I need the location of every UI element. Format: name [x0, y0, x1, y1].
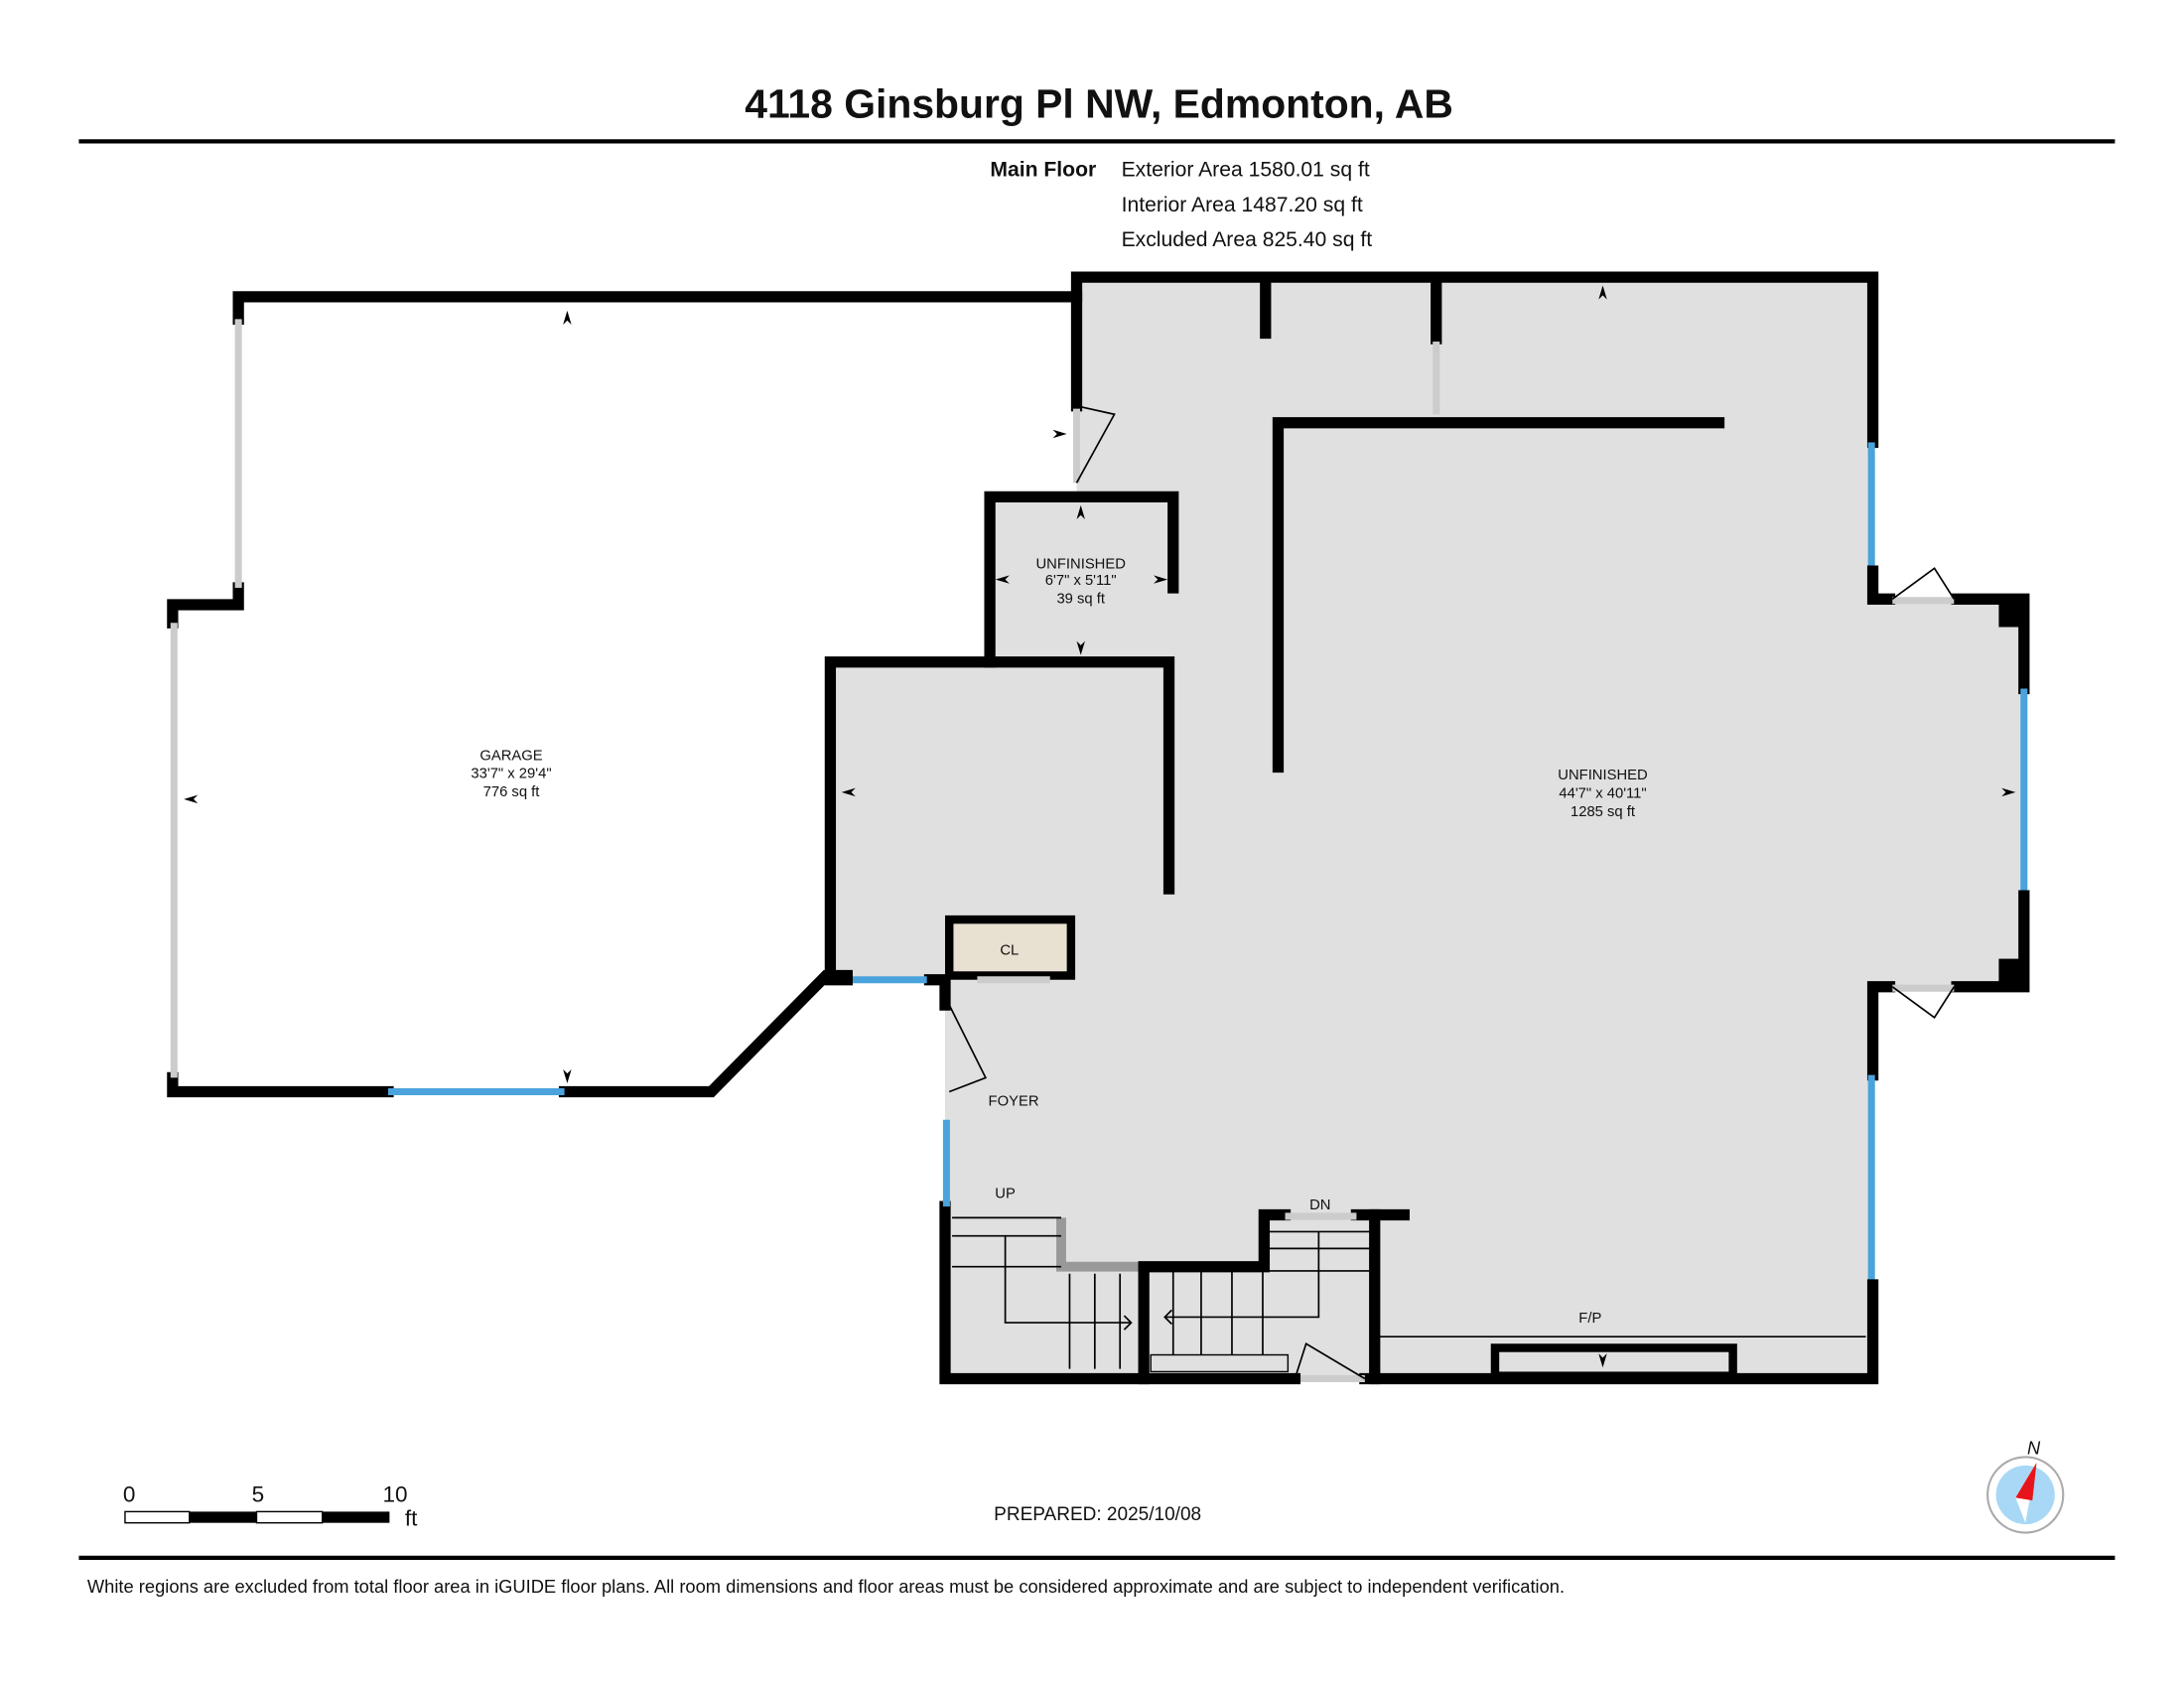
main-walls — [824, 271, 2030, 1385]
fireplace — [1490, 1343, 1737, 1380]
exterior-area: Exterior Area 1580.01 sq ft — [1122, 159, 1370, 182]
floor-label: Main Floor — [990, 159, 1096, 182]
north-compass-icon: N — [1986, 1438, 2065, 1534]
scale-tick-5: 5 — [252, 1482, 265, 1507]
unfinished-small-label: UNFINISHED — [1036, 556, 1126, 572]
fireplace-label: F/P — [1578, 1311, 1601, 1327]
interior-area: Interior Area 1487.20 sq ft — [1122, 194, 1363, 216]
unfinished-floor-area — [830, 277, 2024, 1379]
unfinished-main-dims: 44'7" x 40'11" — [1559, 785, 1646, 801]
staircase — [952, 1208, 1410, 1385]
compass-north-label: N — [2027, 1438, 2041, 1459]
unfinished-main-area: 1285 sq ft — [1570, 804, 1635, 820]
garage-dims: 33'7" x 29'4" — [471, 767, 551, 782]
dimension-arrows — [184, 285, 2016, 1368]
closet — [944, 914, 1076, 980]
foyer-label: FOYER — [989, 1094, 1039, 1110]
garage-area: 776 sq ft — [483, 784, 540, 800]
garage-label: GARAGE — [479, 748, 542, 764]
scale-tick-0: 0 — [123, 1482, 136, 1507]
unfinished-small-area: 39 sq ft — [1056, 592, 1105, 608]
prepared-date: PREPARED: 2025/10/08 — [994, 1504, 1201, 1525]
scale-bar: 0 5 10 ft — [123, 1482, 418, 1531]
unfinished-main-label: UNFINISHED — [1558, 768, 1647, 783]
stairs-down-label: DN — [1309, 1197, 1330, 1213]
stairs-up-label: UP — [995, 1187, 1016, 1202]
scale-tick-10: 10 — [382, 1482, 407, 1507]
page-title: 4118 Ginsburg Pl NW, Edmonton, AB — [745, 80, 1453, 126]
closet-label: CL — [1000, 942, 1019, 958]
unfinished-small-dims: 6'7" x 5'11" — [1045, 573, 1117, 589]
excluded-area: Excluded Area 825.40 sq ft — [1122, 228, 1373, 251]
disclaimer-text: White regions are excluded from total fl… — [87, 1576, 1565, 1597]
scale-unit: ft — [405, 1505, 418, 1530]
